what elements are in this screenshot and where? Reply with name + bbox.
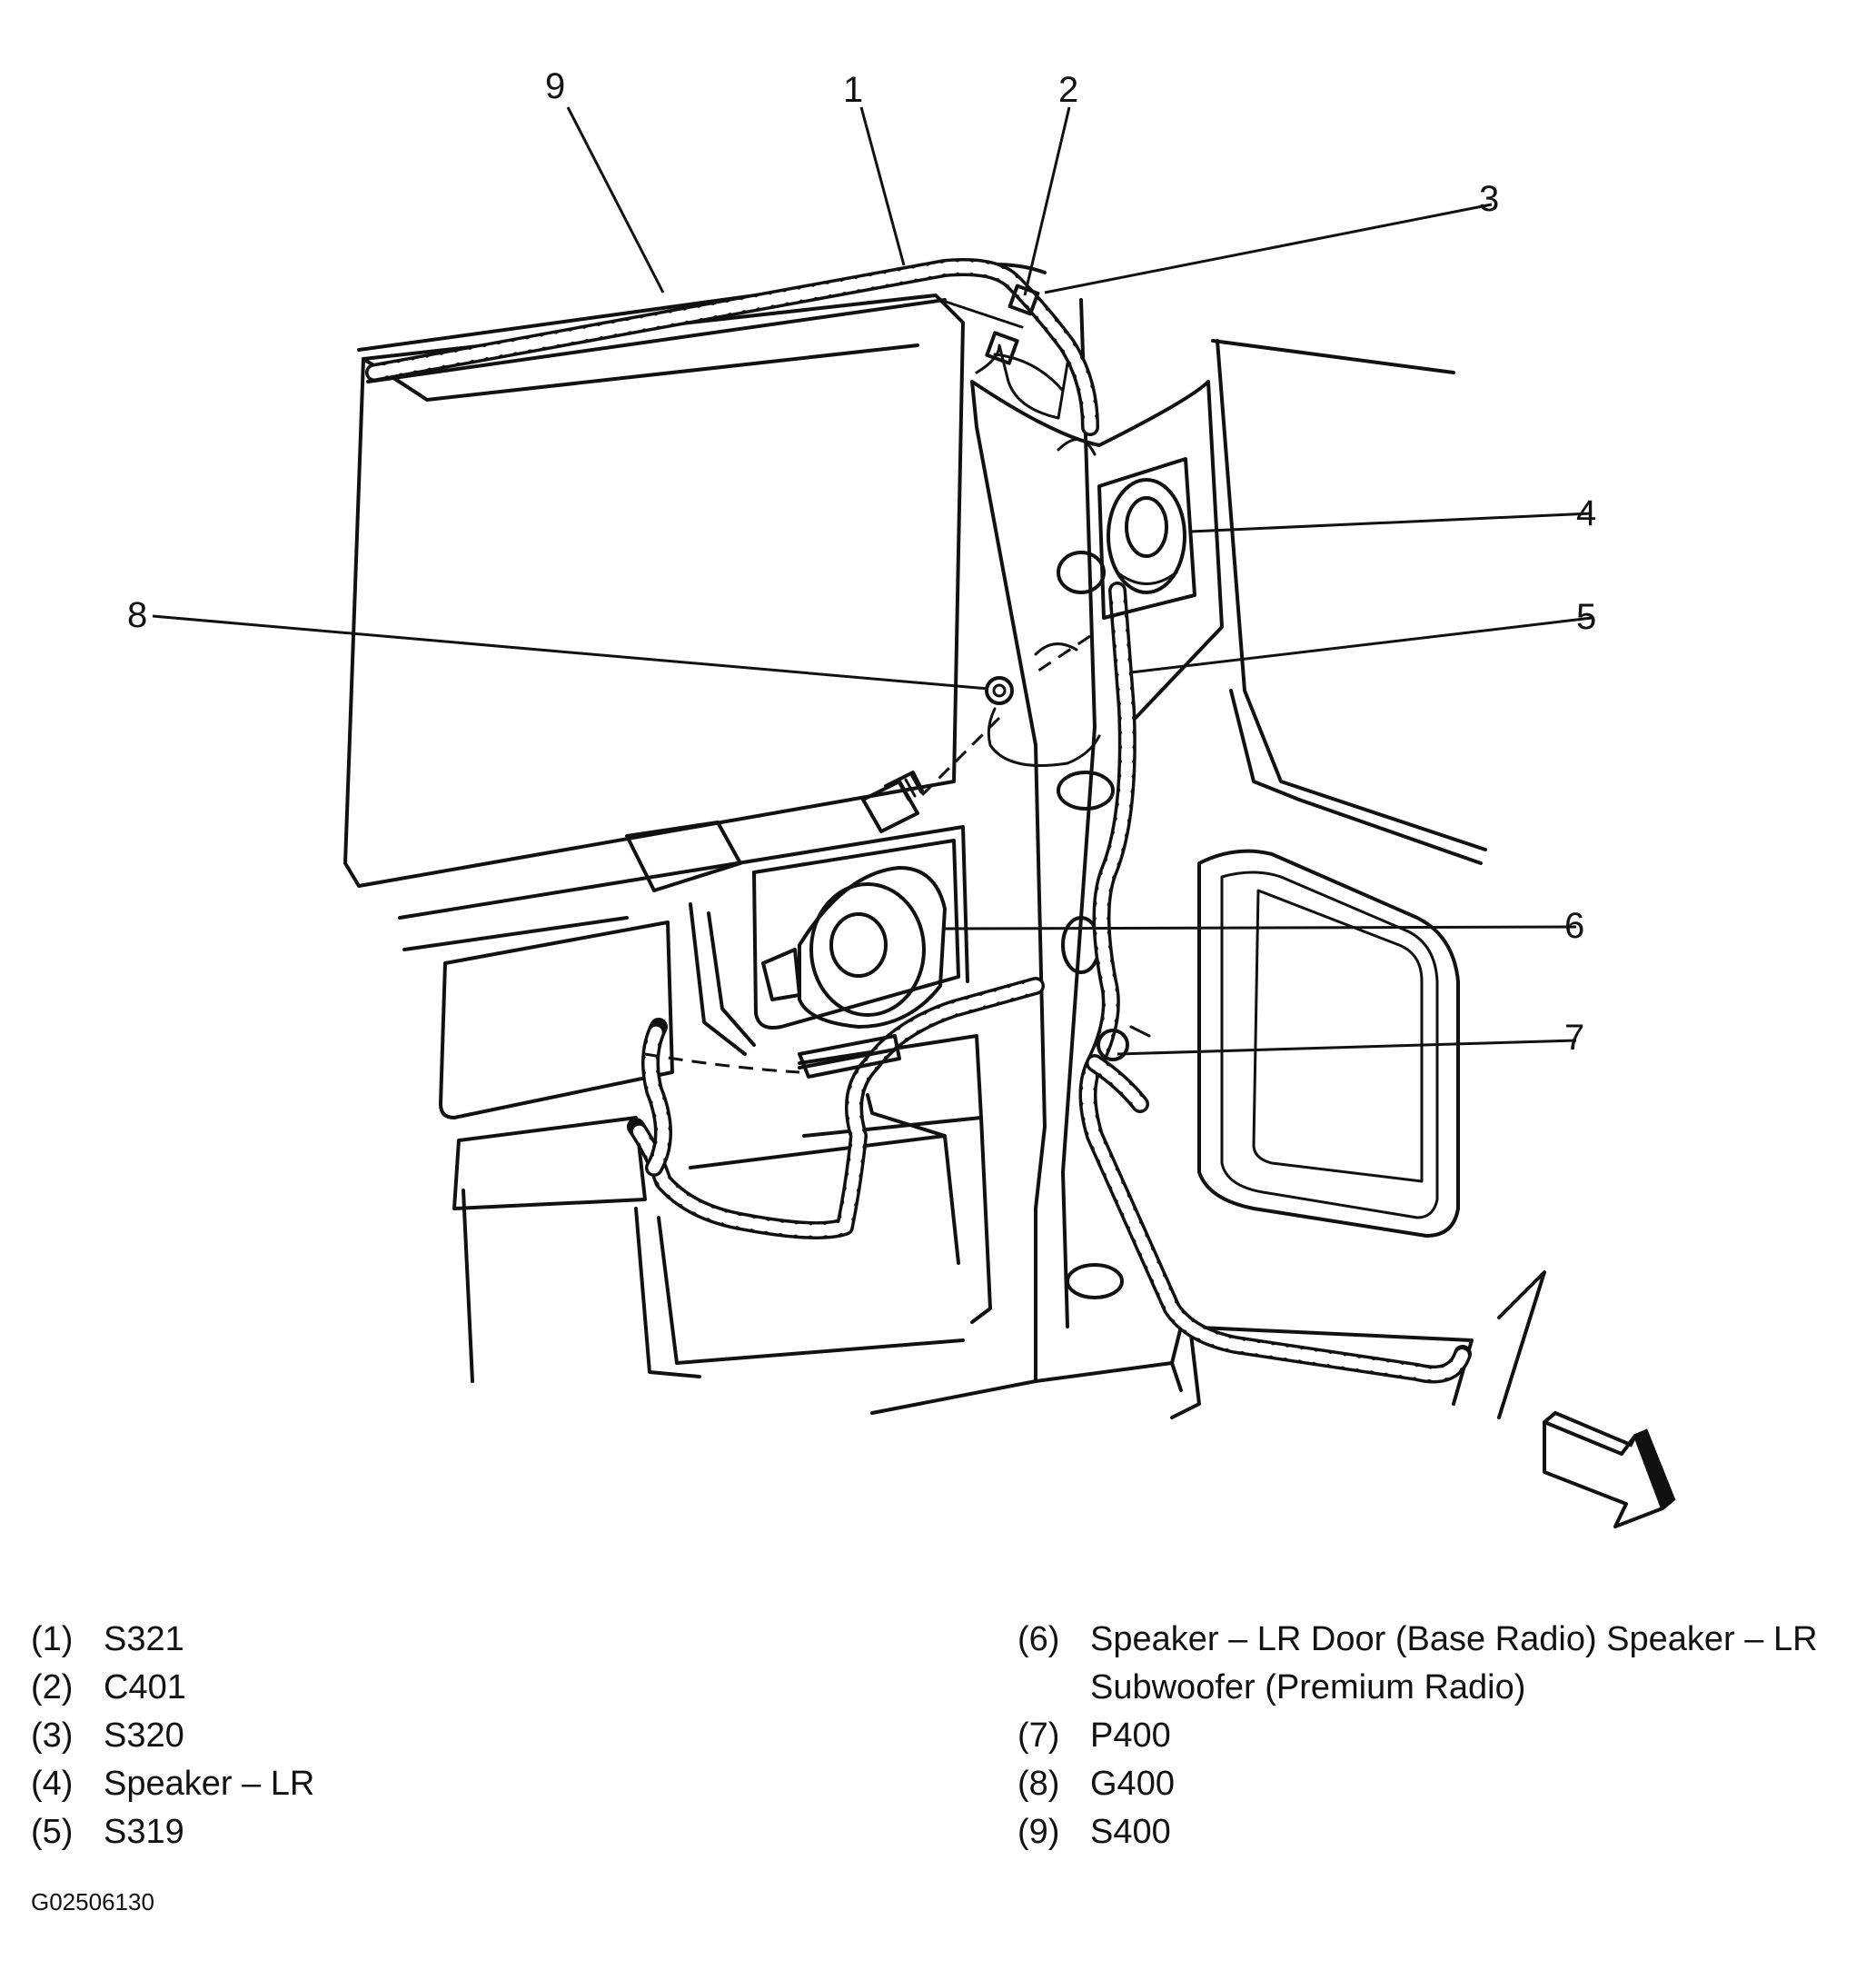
legend-label: G400 xyxy=(1090,1765,1175,1803)
legend-number: (4) xyxy=(31,1765,74,1803)
legend-label: C401 xyxy=(104,1668,186,1706)
legend-number: (8) xyxy=(1017,1765,1060,1803)
legend-item: (9) S400 xyxy=(1017,1808,1853,1856)
legend-left-column: (1) S321 (2) C401 (3) S320 (4) Speaker –… xyxy=(31,1616,849,1856)
callout-1: 1 xyxy=(843,70,863,110)
ground-bolt-icon xyxy=(861,676,1014,833)
legend-item: (5) S319 xyxy=(31,1808,849,1856)
legend-label: Speaker – LR Door (Base Radio) Speaker –… xyxy=(1090,1620,1818,1706)
legend-number: (2) xyxy=(31,1668,74,1706)
legend-item: (6) Speaker – LR Door (Base Radio) Speak… xyxy=(1017,1616,1853,1712)
callout-5: 5 xyxy=(1576,597,1596,637)
legend-label: S321 xyxy=(104,1620,184,1658)
leader-lines xyxy=(152,106,1593,1056)
legend-right-column: (6) Speaker – LR Door (Base Radio) Speak… xyxy=(1017,1616,1853,1856)
legend-item: (8) G400 xyxy=(1017,1760,1853,1808)
image-code: G02506130 xyxy=(31,1888,154,1915)
callout-9: 9 xyxy=(545,66,565,106)
callout-8: 8 xyxy=(127,595,147,635)
legend-label: P400 xyxy=(1090,1716,1171,1755)
wiring-diagram: 9 1 2 3 4 5 8 6 7 xyxy=(127,66,1676,1528)
legend-label: Speaker – LR xyxy=(104,1765,315,1803)
legend-label: S400 xyxy=(1090,1813,1171,1851)
legend-number: (6) xyxy=(1017,1620,1060,1658)
speaker-icon xyxy=(761,866,947,1029)
legend-label: S319 xyxy=(104,1813,184,1851)
legend-number: (3) xyxy=(31,1716,74,1755)
legend-item: (4) Speaker – LR xyxy=(31,1760,849,1808)
callout-numbers: 9 1 2 3 4 5 8 6 7 xyxy=(127,66,1596,1058)
legend-item: (1) S321 xyxy=(31,1616,849,1664)
callout-6: 6 xyxy=(1564,906,1584,946)
callout-4: 4 xyxy=(1576,493,1596,533)
callout-7: 7 xyxy=(1564,1018,1584,1058)
legend-number: (9) xyxy=(1017,1813,1060,1851)
speaker-icon xyxy=(1097,457,1196,620)
callout-3: 3 xyxy=(1479,179,1499,219)
legend-label: S320 xyxy=(104,1716,184,1755)
legend-number: (1) xyxy=(31,1620,74,1658)
legend-item: (3) S320 xyxy=(31,1712,849,1760)
p400-grommet xyxy=(1097,1025,1151,1061)
legend-number: (7) xyxy=(1017,1716,1060,1755)
body-panels xyxy=(343,263,1546,1419)
legend-number: (5) xyxy=(31,1813,74,1851)
c401-connector xyxy=(938,284,1040,365)
direction-arrow-icon xyxy=(1543,1410,1676,1528)
legend-item: (7) P400 xyxy=(1017,1712,1853,1760)
callout-2: 2 xyxy=(1058,70,1078,110)
wiring-harness xyxy=(365,258,1472,1384)
legend-item: (2) C401 xyxy=(31,1664,849,1712)
